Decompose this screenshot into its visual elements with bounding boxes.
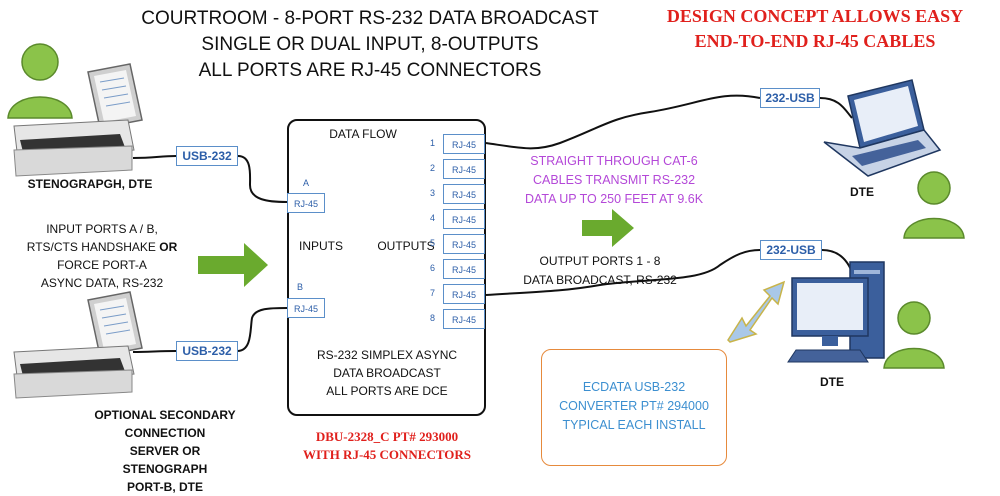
output-port-8-num: 8 — [430, 313, 436, 323]
device-description: RS-232 SIMPLEX ASYNC DATA BROADCAST ALL … — [292, 346, 482, 400]
output-port-7: RJ-45 — [443, 284, 485, 304]
input-arrow-icon — [198, 243, 268, 287]
desktop-icon — [787, 261, 885, 363]
design-note: DESIGN CONCEPT ALLOWS EASY END-TO-END RJ… — [640, 4, 990, 54]
laptop-dte-label: DTE — [850, 185, 874, 199]
output-ports-note: OUTPUT PORTS 1 - 8 DATA BROADCAST, RS-23… — [510, 252, 690, 290]
cable-note-line-1: STRAIGHT THROUGH CAT-6 — [530, 154, 698, 168]
input-port-a: RJ-45 — [287, 193, 325, 213]
title-line-1: COURTROOM - 8-PORT RS-232 DATA BROADCAST — [141, 8, 599, 29]
cable-steno-bottom-to-adapter — [132, 350, 177, 353]
person-top-icon — [7, 43, 73, 119]
cable-note-line-3: DATA UP TO 250 FEET AT 9.6K — [524, 192, 704, 206]
output-note-line-2: DATA BROADCAST, RS-232 — [523, 273, 677, 287]
output-note-line-1: OUTPUT PORTS 1 - 8 — [539, 254, 661, 268]
cable-port7-to-desktop — [485, 249, 761, 296]
steno-bottom-line-2: CONNECTION — [124, 426, 206, 440]
usb-adapter-desktop: 232-USB — [760, 240, 822, 260]
converter-line-1: ECDATA USB-232 — [582, 380, 686, 394]
input-note-line-2: RTS/CTS HANDSHAKE OR — [14, 238, 190, 256]
input-note-line-2-text: RTS/CTS HANDSHAKE — [26, 240, 160, 254]
desktop-dte-label: DTE — [820, 375, 844, 389]
stenograph-bottom-icon — [13, 291, 143, 399]
cable-steno-top-to-adapter — [132, 155, 177, 159]
usb-232-adapter-bottom: USB-232 — [176, 341, 238, 361]
input-note-line-1: INPUT PORTS A / B, — [46, 222, 158, 236]
output-port-2: RJ-45 — [443, 159, 485, 179]
output-port-1: RJ-45 — [443, 134, 485, 154]
output-port-7-num: 7 — [430, 288, 436, 298]
data-flow-label: DATA FLOW — [329, 127, 397, 141]
title-line-3: ALL PORTS ARE RJ-45 CONNECTORS — [198, 60, 542, 81]
part-number-note: DBU-2328_C PT# 293000 WITH RJ-45 CONNECT… — [264, 428, 510, 464]
title-line-2: SINGLE OR DUAL INPUT, 8-OUTPUTS — [201, 34, 539, 55]
person-right-top-icon — [903, 171, 965, 239]
output-arrow-icon — [582, 209, 634, 247]
steno-bottom-line-3: SERVER OR STENOGRAPH — [122, 444, 208, 476]
outputs-label: OUTPUTS — [377, 239, 435, 253]
output-port-6-num: 6 — [430, 263, 436, 273]
cable-note: STRAIGHT THROUGH CAT-6 CABLES TRANSMIT R… — [504, 152, 724, 209]
cable-note-line-2: CABLES TRANSMIT RS-232 — [532, 173, 696, 187]
usb-232-adapter-top: USB-232 — [176, 146, 238, 166]
design-note-line-2: END-TO-END RJ-45 CABLES — [694, 31, 936, 51]
cable-adapter-to-desktop — [821, 249, 853, 273]
person-right-bottom-icon — [883, 301, 945, 369]
converter-note: ECDATA USB-232 CONVERTER PT# 294000 TYPI… — [541, 378, 727, 435]
stenograph-bottom-label: OPTIONAL SECONDARY CONNECTION SERVER OR … — [90, 406, 240, 496]
input-note-line-3: FORCE PORT-A — [57, 258, 147, 272]
cable-adapter-to-input-b — [237, 307, 288, 352]
device-desc-line-2: DATA BROADCAST — [333, 366, 441, 380]
cable-port1-to-laptop — [485, 94, 761, 150]
input-note-or: OR — [159, 240, 178, 254]
usb-adapter-laptop: 232-USB — [760, 88, 820, 108]
output-port-5-num: 5 — [430, 238, 436, 248]
inputs-label: INPUTS — [298, 239, 343, 253]
converter-box — [541, 349, 727, 466]
steno-bottom-line-4: PORT-B, DTE — [126, 480, 203, 494]
part-number-line-1: DBU-2328_C PT# 293000 — [315, 429, 459, 444]
converter-line-2: CONVERTER PT# 294000 — [559, 399, 709, 413]
double-arrow-icon — [727, 280, 786, 343]
stenograph-top-label: STENOGRAPGH, DTE — [27, 177, 153, 191]
output-port-6: RJ-45 — [443, 259, 485, 279]
part-number-line-2: WITH RJ-45 CONNECTORS — [302, 447, 472, 462]
stenograph-top-icon — [13, 63, 143, 177]
cables — [132, 94, 853, 353]
output-port-3-num: 3 — [430, 188, 436, 198]
output-port-4-num: 4 — [430, 213, 436, 223]
laptop-icon — [823, 79, 942, 177]
input-port-b: RJ-45 — [287, 298, 325, 318]
output-port-1-num: 1 — [430, 138, 436, 148]
converter-line-3: TYPICAL EACH INSTALL — [562, 418, 706, 432]
cable-adapter-to-input-a — [237, 155, 288, 203]
output-port-8: RJ-45 — [443, 309, 485, 329]
input-ports-note: INPUT PORTS A / B, RTS/CTS HANDSHAKE OR … — [14, 220, 190, 292]
output-port-2-num: 2 — [430, 163, 436, 173]
output-port-4: RJ-45 — [443, 209, 485, 229]
device-desc-line-3: ALL PORTS ARE DCE — [326, 384, 448, 398]
cable-adapter-to-laptop — [819, 97, 853, 119]
input-note-line-4: ASYNC DATA, RS-232 — [40, 276, 164, 290]
output-port-3: RJ-45 — [443, 184, 485, 204]
input-b-letter: B — [297, 282, 304, 292]
device-desc-line-1: RS-232 SIMPLEX ASYNC — [316, 348, 458, 362]
diagram-title: COURTROOM - 8-PORT RS-232 DATA BROADCAST… — [110, 6, 630, 84]
output-port-5: RJ-45 — [443, 234, 485, 254]
steno-bottom-line-1: OPTIONAL SECONDARY — [94, 408, 236, 422]
input-a-letter: A — [303, 178, 310, 188]
design-note-line-1: DESIGN CONCEPT ALLOWS EASY — [666, 6, 964, 26]
diagram-graphics — [7, 43, 965, 399]
